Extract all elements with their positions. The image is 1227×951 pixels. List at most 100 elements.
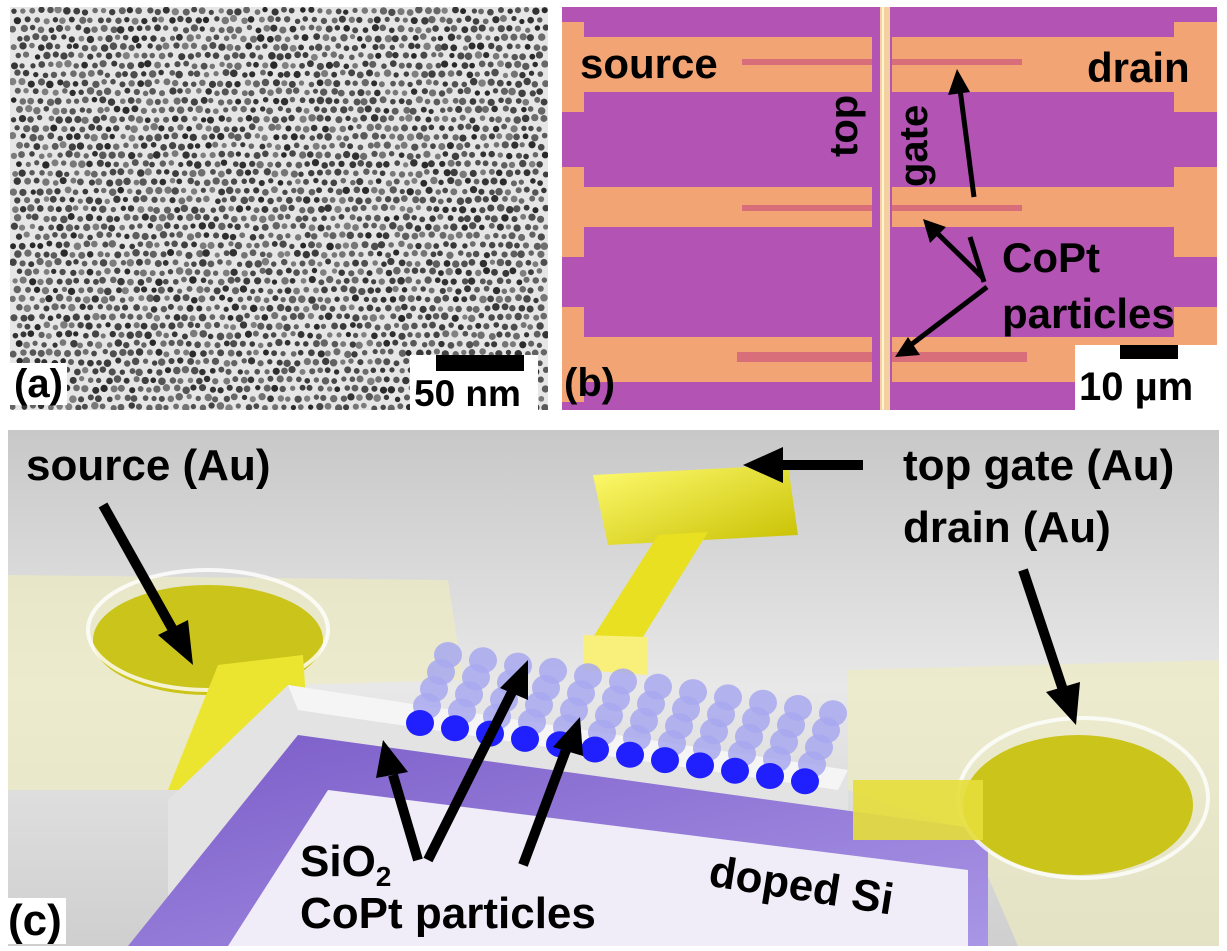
nanoparticle [70, 70, 77, 77]
nanoparticle [459, 170, 467, 179]
nanoparticle [166, 212, 175, 221]
nanoparticle [97, 304, 104, 310]
nanoparticle [271, 384, 279, 392]
nanoparticle [493, 232, 499, 239]
nanoparticle [243, 277, 251, 285]
nanoparticle [339, 69, 346, 76]
nanoparticle [472, 18, 480, 25]
nanoparticle [159, 230, 168, 239]
nanoparticle [347, 393, 355, 401]
nanoparticle [222, 269, 230, 277]
nanoparticle [469, 169, 477, 178]
nanoparticle [299, 207, 306, 214]
nanoparticle [175, 33, 183, 41]
nanoparticle [352, 132, 359, 140]
nanoparticle [10, 188, 18, 196]
nanoparticle [119, 98, 126, 105]
nanoparticle [262, 332, 269, 340]
nanoparticle [158, 106, 166, 114]
nanoparticle [27, 330, 35, 338]
nanoparticle [214, 161, 221, 168]
nanoparticle [68, 143, 76, 151]
nanoparticle [10, 243, 17, 250]
nanoparticle [175, 250, 183, 257]
nanoparticle [262, 240, 270, 248]
nanoparticle [318, 279, 325, 286]
device-micrograph [562, 7, 1217, 410]
nanoparticle [18, 169, 26, 177]
nanoparticle [488, 241, 496, 249]
nanoparticle [231, 33, 237, 40]
nanoparticle [208, 349, 214, 355]
nanoparticle [249, 52, 256, 59]
nanoparticle [509, 287, 516, 294]
nanoparticle [506, 152, 513, 160]
nanoparticle [10, 350, 17, 358]
nanoparticle [168, 106, 175, 113]
nanoparticle [114, 34, 121, 40]
nanoparticle [225, 259, 232, 266]
nanoparticle [178, 53, 186, 61]
nanoparticle [205, 88, 212, 95]
nanoparticle [303, 357, 311, 366]
nanoparticle [374, 71, 381, 78]
nanoparticle [329, 142, 335, 149]
nanoparticle [259, 251, 266, 258]
nanoparticle [509, 341, 517, 348]
nanoparticle [528, 70, 535, 76]
nanoparticle [461, 296, 468, 303]
nanoparticle [234, 276, 241, 283]
nanoparticle [373, 394, 381, 402]
nanoparticle [177, 357, 184, 364]
nanoparticle [185, 213, 194, 222]
nanoparticle [379, 314, 385, 320]
nanoparticle [83, 240, 91, 248]
nanoparticle [283, 323, 291, 332]
nanoparticle [119, 224, 126, 231]
nanoparticle [469, 241, 476, 247]
nanoparticle [303, 341, 309, 347]
nanoparticle [190, 296, 198, 304]
nanoparticle [201, 44, 208, 51]
nanoparticle [114, 251, 122, 259]
nanoparticle [254, 9, 261, 15]
nanoparticle [45, 348, 53, 356]
nanoparticle [82, 188, 89, 195]
nanoparticle [41, 342, 47, 348]
nanoparticle [317, 296, 324, 303]
nanoparticle [167, 395, 175, 403]
nanoparticle [468, 314, 476, 323]
nanoparticle [149, 161, 155, 168]
nanoparticle [175, 267, 184, 275]
nanoparticle [344, 366, 352, 374]
nanoparticle [372, 44, 379, 51]
copt-sphere [511, 725, 539, 752]
nanoparticle [343, 404, 350, 410]
nanoparticle [139, 269, 147, 277]
nanoparticle [69, 376, 77, 384]
nanoparticle [248, 90, 255, 97]
nanoparticle [262, 43, 268, 49]
nanoparticle [87, 70, 95, 77]
nanoparticle [344, 313, 350, 320]
nanoparticle [99, 205, 107, 213]
nanoparticle [457, 250, 464, 256]
nanoparticle [29, 278, 37, 286]
nanoparticle [379, 115, 387, 123]
nanoparticle [528, 141, 536, 149]
nanoparticle [239, 321, 248, 329]
nanoparticle [517, 250, 525, 258]
nanoparticle [508, 161, 516, 169]
nanoparticle [10, 62, 19, 70]
nanoparticle [425, 259, 433, 266]
nanoparticle [343, 45, 350, 52]
nanoparticle [283, 16, 291, 23]
nanoparticle [339, 322, 347, 330]
nanoparticle [199, 404, 207, 410]
nanoparticle [87, 144, 93, 150]
nanoparticle [177, 214, 183, 221]
nanoparticle [23, 304, 32, 313]
nanoparticle [389, 186, 397, 194]
nanoparticle [321, 196, 328, 204]
nanoparticle [277, 288, 283, 294]
